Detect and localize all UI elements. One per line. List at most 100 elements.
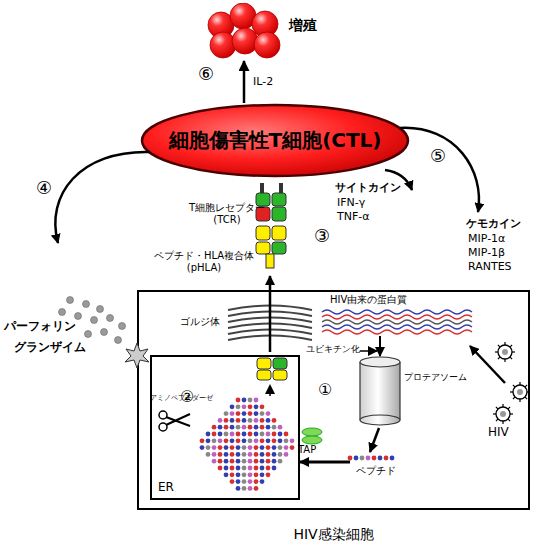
peptide-residue [218,432,223,437]
peptide-residue [272,425,277,430]
granule [97,306,104,313]
granule [59,309,66,316]
peptide-residue [260,411,265,416]
peptide-residue [224,438,229,443]
peptide-residue [260,425,265,430]
peptide-residue [224,452,229,457]
peptide-residue [272,466,277,471]
tap-transporter [302,428,322,436]
peptide-residue [278,452,283,457]
hla-domain [272,242,286,254]
peptide-residue [212,452,217,457]
peptide-residue [236,398,241,403]
peptide-residue [230,425,235,430]
peptide-residue [266,438,271,443]
peptide-residue [236,452,241,457]
peptide-residue [218,445,223,450]
node-label: ER [158,481,174,495]
peptide-residue [378,456,383,461]
scissors-icon [159,411,190,431]
peptide-residue [230,466,235,471]
tap-transporter [302,436,322,444]
text-label: RANTES [468,261,512,274]
peptide-residue [390,456,395,461]
peptide-residue [206,445,211,450]
peptide-residue [266,452,271,457]
peptide-residue [290,438,295,443]
peptide-residue [230,432,235,437]
peptide-residue [248,445,253,450]
peptide-residue [266,445,271,450]
peptide-residue [278,438,283,443]
peptide-residue [284,452,289,457]
peptide-residue [290,445,295,450]
peptide-residue [266,425,271,430]
peptide-residue [242,438,247,443]
peptide-residue [248,438,253,443]
peptide-residue [236,472,241,477]
peptide-residue [212,459,217,464]
callout-number: ⑥ [198,64,214,85]
peptide-residue [230,479,235,484]
peptide-residue [254,404,259,409]
peptide-residue [236,445,241,450]
peptide-residue [242,472,247,477]
peptide-residue [254,466,259,471]
peptide-residue [254,445,259,450]
peptide-residue [212,425,217,430]
peptide-residue [242,466,247,471]
text-label: プロテアソーム [404,372,467,382]
infection-arrow [470,346,505,383]
peptide-residue [254,486,259,491]
peptide-residue [242,479,247,484]
peptide-residue [354,456,359,461]
peptide-residue [224,418,229,423]
degradation-arrow [370,428,379,452]
ubiquitin-pointer [360,350,377,352]
peptide-residue [278,432,283,437]
peptide-residue [272,459,277,464]
callout-number: ④ [36,178,52,199]
peptide-residue [224,425,229,430]
peptide-residue [260,418,265,423]
peptide-residue [260,459,265,464]
protein-strand [322,320,472,324]
peptide-residue [266,466,271,471]
tcr-stalk [260,183,264,193]
peptide-residue [254,479,259,484]
hla-domain [257,358,271,369]
callout-number: ① [318,381,332,399]
peptide-residue [254,472,259,477]
peptide-residue [278,459,283,464]
text-label: ユビキチン化 [306,344,360,354]
connector-arrow [243,61,246,103]
peptide-residue [242,411,247,416]
peptide-residue [224,445,229,450]
loading-arrow [269,385,271,396]
text-label: TAP [298,444,316,456]
granule [85,331,92,338]
granule [75,313,82,320]
tcr-stalk [279,183,283,193]
virus-envelope [498,345,512,359]
granule [91,317,98,324]
peptide-residue [254,459,259,464]
ubiquitin-arrow [379,336,381,356]
peptide-residue [236,466,241,471]
peptide-residue [254,452,259,457]
protein-strand [322,325,472,329]
hla-domain [256,226,270,240]
peptide-residue [218,452,223,457]
peptide-residue [236,411,241,416]
peptide-residue [248,432,253,437]
tap-arrow [300,461,350,464]
peptide-residue [242,486,247,491]
text-label: ペプチド・HLA複合体 (pHLA) [150,250,258,273]
protein-strand [322,310,472,314]
peptide-residue [260,479,265,484]
text-label: ケモカイン [466,218,521,231]
peptide-residue [242,418,247,423]
hiv-particles [493,342,530,424]
granule [115,337,122,344]
